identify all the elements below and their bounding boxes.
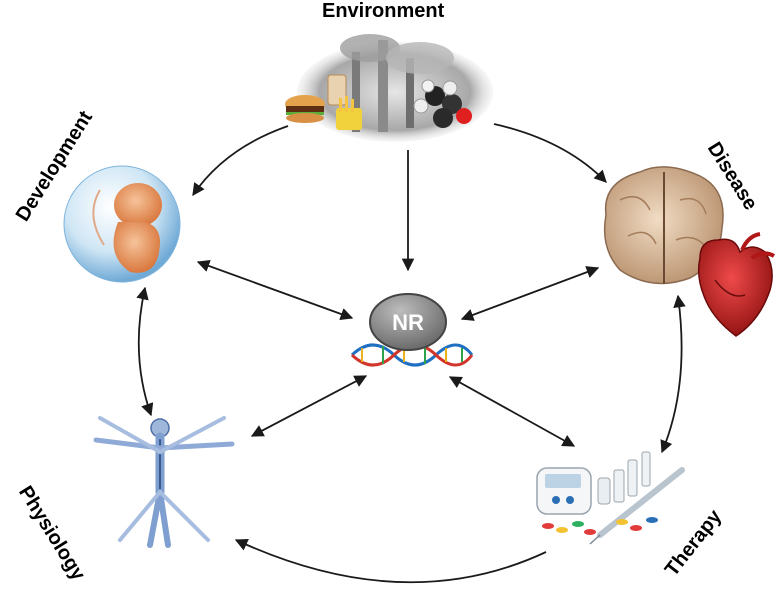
brain-and-heart-icon	[603, 166, 776, 337]
human-body-vitruvian-icon	[93, 416, 235, 548]
drugs-and-medical-devices-icon	[536, 451, 685, 545]
nuclear-receptor-dna-icon: NR	[350, 293, 474, 367]
arrow-environment-to-development	[192, 125, 289, 197]
environment-pollution-food-chemical-icon	[285, 34, 493, 142]
molecule-icon	[413, 79, 472, 128]
arrow-development-physiology	[136, 286, 154, 417]
arrow-therapy-to-physiology	[234, 539, 547, 584]
arrow-disease-nr	[460, 266, 600, 321]
nr-label: NR	[392, 310, 424, 335]
arrow-development-nr	[196, 259, 354, 321]
arrow-therapy-nr	[448, 376, 576, 447]
nr-receptor-shape	[369, 293, 447, 351]
arrow-physiology-nr	[250, 375, 368, 437]
environment-label: Environment	[322, 0, 445, 22]
arrows	[136, 123, 686, 584]
arrow-environment-to-disease	[493, 123, 607, 183]
arrow-disease-therapy	[660, 294, 686, 454]
fetus-icon	[63, 144, 181, 283]
